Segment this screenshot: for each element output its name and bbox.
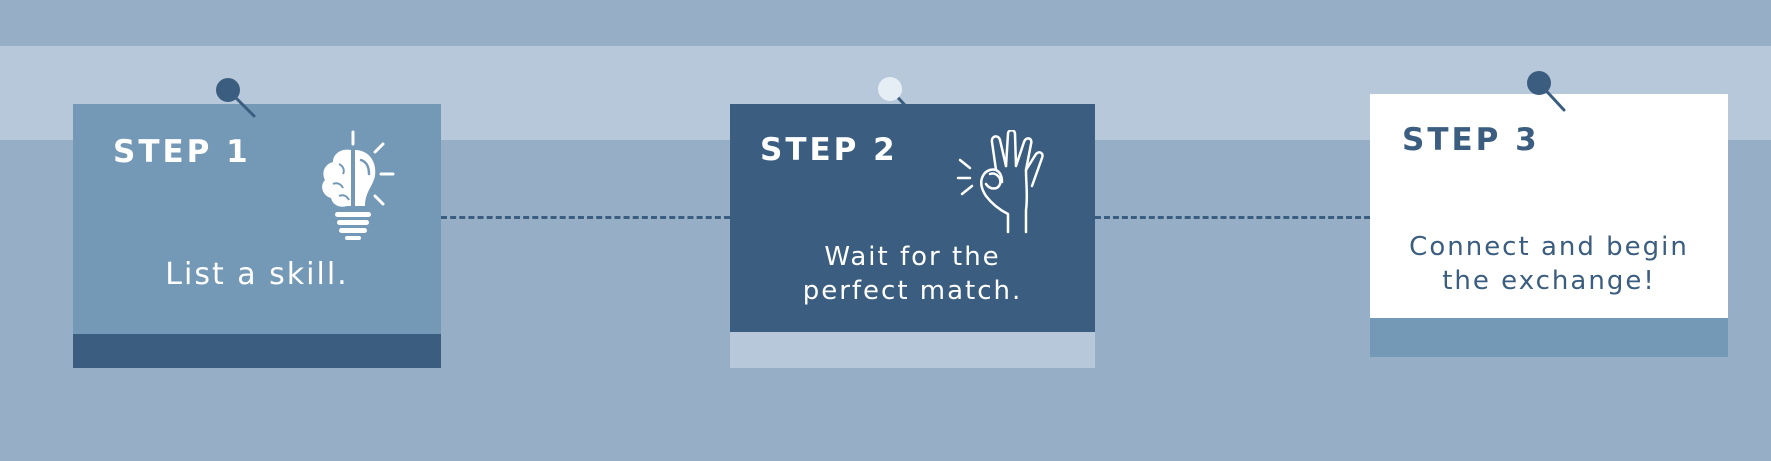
step-2-text-line-1: Wait for the xyxy=(824,242,1001,272)
step-1-title: STEP 1 xyxy=(113,134,251,170)
step-2-text-line-2: perfect match. xyxy=(802,276,1023,306)
pin-icon xyxy=(216,78,256,118)
lightbulb-brain-icon xyxy=(322,130,395,240)
step-2-title: STEP 2 xyxy=(760,132,898,168)
step-card-3-footer xyxy=(1370,318,1728,357)
step-card-1: STEP 1 List a skill. xyxy=(73,104,441,368)
step-card-2-body xyxy=(730,104,1095,332)
step-3-text-line-2: the exchange! xyxy=(1442,266,1656,296)
connector-step1-step2 xyxy=(441,216,730,219)
pin-icon xyxy=(878,77,917,118)
step-3-text-line-1: Connect and begin xyxy=(1409,232,1689,262)
pin-icon xyxy=(1527,71,1566,112)
step-3-title: STEP 3 xyxy=(1402,122,1540,158)
step-card-2: STEP 2 Wait for the perfect match. xyxy=(730,104,1095,368)
connector-step2-step3 xyxy=(1095,216,1370,219)
step-card-1-footer xyxy=(73,334,441,368)
step-1-text: List a skill. xyxy=(165,257,349,292)
step-card-3: STEP 3 Connect and begin the exchange! xyxy=(1370,94,1728,357)
step-card-1-body xyxy=(73,104,441,334)
ok-hand-icon xyxy=(956,130,1044,234)
step-card-3-body xyxy=(1370,94,1728,318)
step-card-2-footer xyxy=(730,332,1095,368)
